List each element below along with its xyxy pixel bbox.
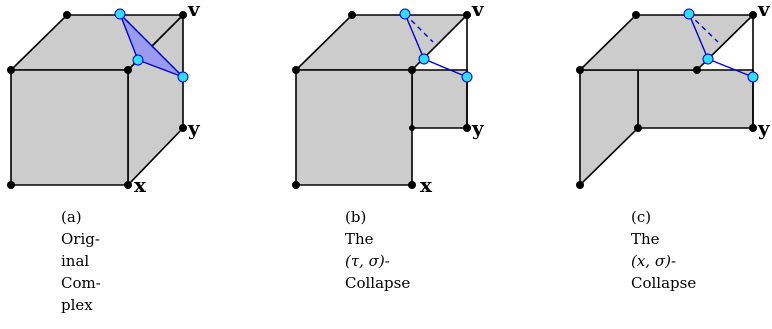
- vertex: [408, 66, 416, 74]
- vertex: [7, 66, 15, 74]
- vertex-v: [463, 11, 471, 19]
- caption-line: Com-: [61, 274, 101, 292]
- vertex: [348, 11, 356, 19]
- highlight-vertex: [132, 54, 144, 66]
- dashed-edge: [404, 13, 434, 43]
- highlight-vertex: [747, 71, 759, 83]
- vertex-label-v: v: [471, 0, 485, 21]
- vertex: [292, 181, 300, 189]
- vertex: [693, 66, 701, 74]
- front-face: [10, 69, 129, 186]
- panel-tau-sigma-collapse: v y x (b) The (τ, σ)- Collapse: [292, 0, 485, 292]
- vertex-x: [408, 181, 416, 189]
- vertex-label-y: y: [471, 116, 485, 140]
- caption-line: (c): [631, 208, 651, 226]
- vertex-y: [749, 124, 757, 132]
- vertex: [124, 66, 132, 74]
- vertex-label-x: x: [134, 173, 147, 197]
- dashed-edge: [119, 13, 184, 78]
- side-face-remnant: [411, 69, 468, 129]
- vertex: [409, 125, 415, 131]
- highlight-vertex: [461, 71, 473, 83]
- highlight-vertex: [683, 8, 695, 20]
- panel-original-complex: v y x (a) Orig- inal Com- plex: [7, 0, 201, 314]
- vertex-v: [179, 11, 187, 19]
- highlight-vertex: [702, 53, 714, 65]
- vertex: [292, 66, 300, 74]
- caption-line: Collapse: [345, 274, 410, 292]
- vertex-v: [749, 11, 757, 19]
- vertex-label-x: x: [420, 173, 433, 197]
- highlight-vertex: [418, 53, 430, 65]
- vertex-label-y: y: [757, 116, 771, 140]
- highlight-vertex: [177, 71, 189, 83]
- caption-line: Collapse: [631, 274, 696, 292]
- vertex-label-y: y: [187, 116, 201, 140]
- caption-line: (τ, σ)-: [345, 252, 390, 270]
- caption-line: Orig-: [61, 230, 100, 248]
- vertex-y: [179, 124, 187, 132]
- vertex: [632, 11, 640, 19]
- caption-line: plex: [61, 296, 93, 314]
- front-face: [295, 69, 413, 186]
- back-face: [637, 69, 754, 129]
- caption-line: inal: [61, 252, 89, 270]
- highlight-edge: [688, 13, 709, 60]
- caption-line: (a): [61, 208, 82, 226]
- vertex-label-v: v: [187, 0, 201, 21]
- caption-line: The: [631, 230, 660, 248]
- vertex: [634, 124, 642, 132]
- panel-x-sigma-collapse: v y (c) The (x, σ)- Collapse: [576, 0, 771, 292]
- highlight-edge: [707, 58, 754, 78]
- top-face: [294, 14, 469, 71]
- vertex-y: [463, 124, 471, 132]
- highlight-edge: [423, 58, 468, 78]
- vertex: [576, 66, 584, 74]
- caption-line: (b): [345, 208, 366, 226]
- highlight-edge: [404, 13, 425, 60]
- dashed-edge: [688, 13, 719, 43]
- vertex: [63, 11, 71, 19]
- vertex-label-v: v: [757, 0, 771, 21]
- vertex-x: [124, 181, 132, 189]
- caption-line: The: [345, 230, 374, 248]
- caption-line: (x, σ)-: [631, 252, 676, 270]
- vertex: [7, 181, 15, 189]
- highlight-vertex: [114, 8, 126, 20]
- highlight-vertex: [399, 8, 411, 20]
- vertex: [576, 181, 584, 189]
- left-face: [579, 69, 639, 187]
- top-face: [578, 14, 755, 71]
